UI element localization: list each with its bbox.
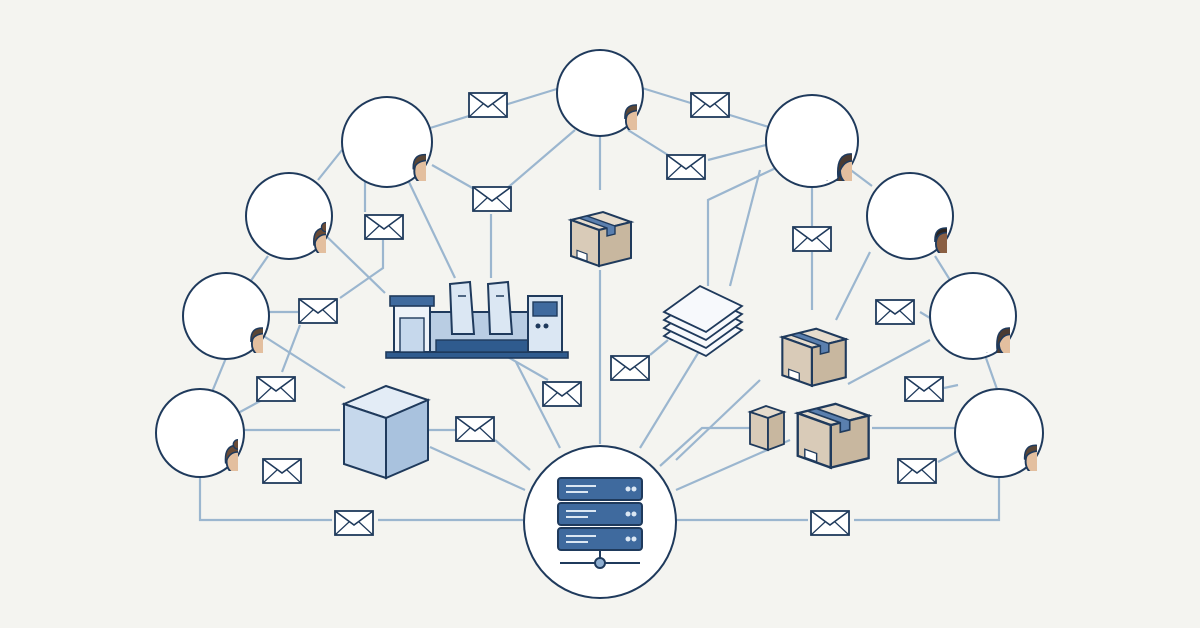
connector-line bbox=[835, 251, 871, 321]
package-box-icon[interactable] bbox=[782, 329, 845, 386]
envelope-icon[interactable] bbox=[691, 93, 729, 117]
connector-line bbox=[249, 255, 269, 283]
connector-line bbox=[847, 167, 873, 187]
envelope-icon[interactable] bbox=[811, 511, 849, 535]
storage-crate-icon[interactable] bbox=[341, 384, 431, 480]
package-box-icon[interactable] bbox=[571, 212, 631, 266]
envelope-icon[interactable] bbox=[335, 511, 373, 535]
connector-line bbox=[339, 240, 385, 299]
connector-line bbox=[649, 339, 669, 356]
connector-line bbox=[261, 334, 346, 389]
small-package-icon[interactable] bbox=[747, 405, 787, 452]
person-node-lower-left[interactable] bbox=[155, 388, 270, 509]
person-node-upper-right[interactable] bbox=[765, 94, 886, 221]
envelope-icon[interactable] bbox=[543, 382, 581, 406]
envelope-icon[interactable] bbox=[257, 377, 295, 401]
connector-line bbox=[504, 129, 576, 191]
envelope-icon[interactable] bbox=[456, 417, 494, 441]
people-nodes bbox=[155, 49, 1069, 509]
connector-line bbox=[934, 255, 951, 281]
connector-line bbox=[505, 355, 549, 381]
server-icon bbox=[557, 477, 643, 569]
package-box-icon[interactable] bbox=[798, 404, 869, 468]
connector-line bbox=[919, 311, 931, 319]
person-node-mid-right[interactable] bbox=[929, 272, 1041, 390]
connector-line bbox=[854, 478, 1001, 522]
connector-line bbox=[198, 478, 332, 522]
connector-line bbox=[319, 229, 386, 294]
person-node-lower-right[interactable] bbox=[954, 388, 1069, 509]
envelope-icon[interactable] bbox=[876, 300, 914, 324]
envelope-icon[interactable] bbox=[898, 459, 936, 483]
paper-stack-icon[interactable] bbox=[662, 284, 744, 358]
envelope-icon[interactable] bbox=[263, 459, 301, 483]
connector-line bbox=[984, 357, 1000, 393]
envelope-icon[interactable] bbox=[611, 356, 649, 380]
connector-line bbox=[707, 143, 767, 162]
connector-line bbox=[317, 149, 343, 181]
envelope-icon[interactable] bbox=[365, 215, 403, 239]
connector-line bbox=[431, 164, 477, 191]
connector-line bbox=[407, 179, 456, 279]
server-node[interactable] bbox=[523, 445, 677, 599]
envelope-icon[interactable] bbox=[299, 299, 337, 323]
connector-line bbox=[239, 399, 263, 413]
connector-line bbox=[210, 357, 228, 393]
connector-line bbox=[659, 426, 750, 467]
connector-line bbox=[943, 383, 959, 390]
envelope-icon[interactable] bbox=[667, 155, 705, 179]
person-node-top-center[interactable] bbox=[556, 49, 668, 167]
connector-line bbox=[280, 324, 302, 373]
connector-lines bbox=[198, 86, 1001, 522]
connector-line bbox=[937, 449, 961, 463]
envelope-icon[interactable] bbox=[469, 93, 507, 117]
printing-press-icon[interactable] bbox=[385, 280, 569, 359]
envelope-icon[interactable] bbox=[905, 377, 943, 401]
connector-line bbox=[429, 445, 526, 492]
person-node-right-man[interactable] bbox=[866, 172, 978, 290]
person-node-left-woman[interactable] bbox=[245, 172, 357, 290]
envelope-icon[interactable] bbox=[793, 227, 831, 251]
connector-line bbox=[706, 165, 781, 286]
connector-line bbox=[494, 439, 531, 471]
connector-line bbox=[675, 379, 761, 461]
connector-line bbox=[515, 361, 561, 449]
connector-line bbox=[728, 169, 762, 287]
person-node-mid-left[interactable] bbox=[182, 272, 294, 390]
connector-line bbox=[847, 339, 931, 385]
connector-line bbox=[639, 339, 707, 449]
envelope-icon[interactable] bbox=[473, 187, 511, 211]
person-node-upper-left[interactable] bbox=[341, 96, 459, 220]
